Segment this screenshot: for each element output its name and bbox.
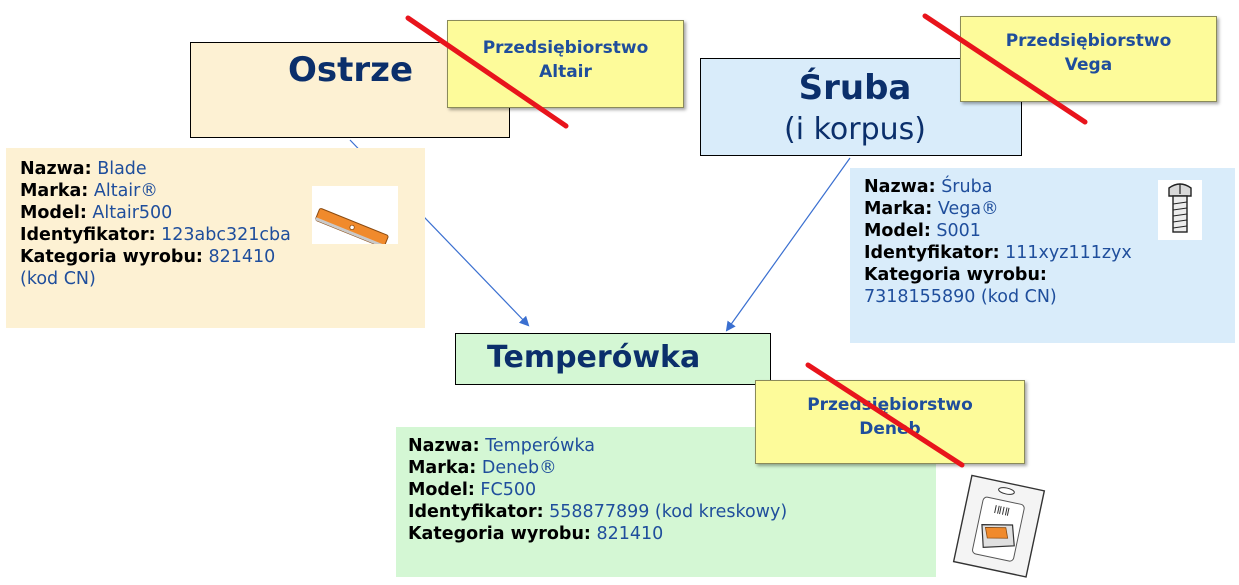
label-kategoria: Kategoria wyrobu: <box>408 524 591 544</box>
label-nazwa: Nazwa: <box>408 436 480 456</box>
value-model: S001 <box>936 221 981 241</box>
arrow-sruba-to-temperowka <box>725 157 851 332</box>
value-nazwa: Śruba <box>941 177 993 197</box>
label-kategoria: Kategoria wyrobu: <box>20 247 203 267</box>
label-identyfikator: Identyfikator: <box>20 225 156 245</box>
strike-line-altair <box>405 15 569 129</box>
company-note-altair: Przedsiębiorstwo Altair <box>447 20 684 108</box>
label-marka: Marka: <box>408 458 477 478</box>
value-marka: Vega® <box>937 199 999 219</box>
value-marka: Deneb® <box>481 458 557 478</box>
label-nazwa: Nazwa: <box>864 177 936 197</box>
label-model: Model: <box>864 221 931 241</box>
company-note-vega: Przedsiębiorstwo Vega <box>960 16 1217 102</box>
value-identyfikator: 558877899 (kod kreskowy) <box>549 502 788 522</box>
component-title-temperowka: Temperówka <box>487 340 701 375</box>
component-box-temperowka <box>455 333 771 385</box>
value-identyfikator: 111xyz111zyx <box>1005 243 1132 263</box>
value-nazwa: Temperówka <box>485 436 595 456</box>
label-nazwa: Nazwa: <box>20 159 92 179</box>
value-model: Altair500 <box>92 203 173 223</box>
label-model: Model: <box>408 480 475 500</box>
label-model: Model: <box>20 203 87 223</box>
label-identyfikator: Identyfikator: <box>864 243 1000 263</box>
label-marka: Marka: <box>864 199 933 219</box>
label-identyfikator: Identyfikator: <box>408 502 544 522</box>
note-line-name: Vega <box>1064 55 1113 75</box>
blade-icon <box>312 186 398 244</box>
value-kategoria: 821410 <box>208 247 276 267</box>
strike-line-vega <box>922 13 1088 125</box>
component-title-ostrze: Ostrze <box>288 50 414 90</box>
value-kategoria: 7318155890 (kod CN) <box>864 287 1057 307</box>
value-model: FC500 <box>480 480 537 500</box>
value-kategoria-suffix: (kod CN) <box>20 269 96 289</box>
component-title-sruba: Śruba <box>798 68 912 108</box>
note-line-name: Altair <box>539 62 592 82</box>
label-kategoria: Kategoria wyrobu: <box>864 265 1047 285</box>
note-line-name: Deneb <box>859 419 921 439</box>
screw-icon <box>1158 180 1202 240</box>
label-marka: Marka: <box>20 181 89 201</box>
value-identyfikator: 123abc321cba <box>161 225 291 245</box>
note-line-company: Przedsiębiorstwo <box>1005 31 1172 51</box>
note-line-company: Przedsiębiorstwo <box>807 395 973 415</box>
value-marka: Altair® <box>93 181 158 201</box>
note-line-company: Przedsiębiorstwo <box>482 38 649 58</box>
value-kategoria: 821410 <box>596 524 664 544</box>
component-subtitle-sruba: (i korpus) <box>784 112 926 147</box>
company-note-deneb: Przedsiębiorstwo Deneb <box>755 380 1025 464</box>
value-nazwa: Blade <box>97 159 147 179</box>
sharpener-package-icon <box>952 474 1046 578</box>
strike-line-deneb <box>805 362 965 468</box>
